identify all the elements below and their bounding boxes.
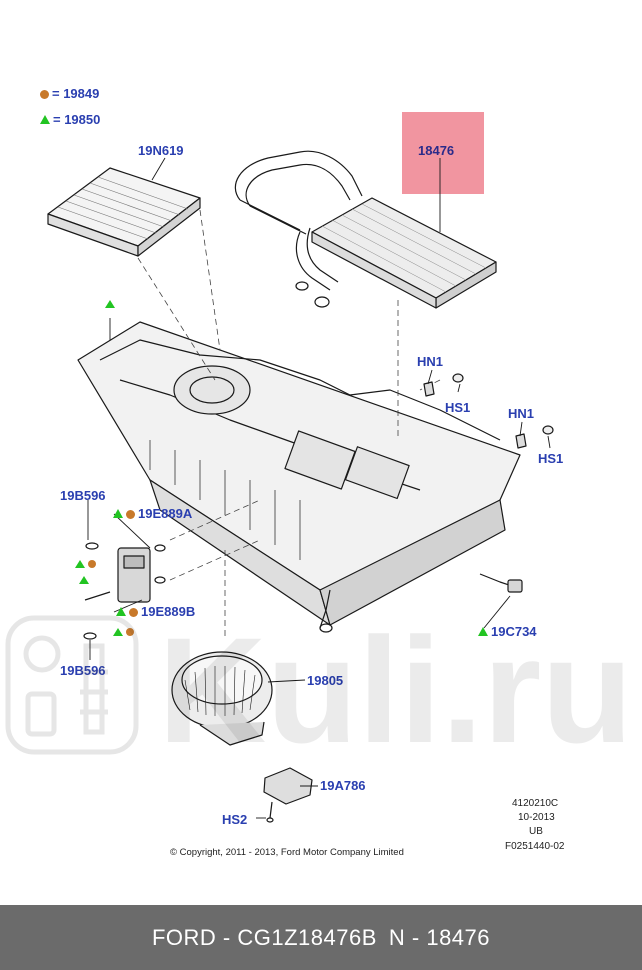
callout-hn1-b: HN1 <box>508 406 535 421</box>
callout-hs2: HS2 <box>222 812 248 827</box>
callout-19e889a-text: 19E889A <box>138 506 193 521</box>
clip-fasteners-drawing <box>423 373 554 449</box>
callout-hs1-a: HS1 <box>445 400 471 415</box>
marker-symbols <box>75 300 134 636</box>
callout-19c734: 19C734 <box>478 624 537 639</box>
dot-icon <box>129 608 138 617</box>
callout-19b596-a: 19B596 <box>60 488 106 503</box>
triangle-icon <box>105 300 115 308</box>
info-region: UB <box>529 826 543 837</box>
copyright-text: © Copyright, 2011 - 2013, Ford Motor Com… <box>170 847 404 858</box>
callout-18476: 18476 <box>418 143 455 158</box>
dot-icon <box>126 510 135 519</box>
callout-hn1-a: HN1 <box>417 354 444 369</box>
callout-19805: 19805 <box>307 673 344 688</box>
temperature-sensor-drawing <box>479 573 523 593</box>
callout-19e889b-text: 19E889B <box>141 604 196 619</box>
expansion-valve-drawing <box>83 542 166 640</box>
triangle-icon <box>40 115 50 124</box>
triangle-icon <box>113 628 123 636</box>
cabin-filter-drawing <box>47 167 201 257</box>
footer-part-code: FORD - CG1Z18476B <box>151 924 377 950</box>
triangle-icon <box>116 607 126 616</box>
heater-core-drawing <box>311 197 497 309</box>
info-drawing-number: 4120210C <box>512 798 559 809</box>
triangle-icon <box>113 509 123 518</box>
dot-icon <box>126 628 134 636</box>
callout-19a786: 19A786 <box>320 778 366 793</box>
diagram-canvas: = 19849 = 19850 <box>40 86 565 858</box>
blower-resistor-drawing <box>263 767 313 823</box>
legend-triangle-entry: = 19850 <box>40 112 100 127</box>
hvac-housing-drawing <box>77 321 521 633</box>
blower-motor-drawing <box>171 651 273 746</box>
legend-dot-entry: = 19849 <box>40 86 99 101</box>
triangle-icon <box>79 576 89 584</box>
callout-19b596-b: 19B596 <box>60 663 106 678</box>
legend-triangle-text: = 19850 <box>53 112 101 127</box>
part-highlight-box <box>402 112 484 194</box>
triangle-icon <box>478 627 488 636</box>
callout-19n619: 19N619 <box>138 143 184 158</box>
callout-19c734-text: 19C734 <box>491 624 537 639</box>
footer-reference: N - 18476 <box>388 924 491 950</box>
callout-19e889b: 19E889B <box>116 604 195 619</box>
dot-icon <box>88 560 96 568</box>
dot-icon <box>40 90 49 99</box>
part-number-footer: FORD - CG1Z18476B N - 18476 <box>0 905 642 970</box>
callout-hs1-b: HS1 <box>538 451 564 466</box>
exploded-parts-drawing <box>47 150 554 823</box>
info-date: 10-2013 <box>518 812 555 823</box>
callout-19e889a: 19E889A <box>113 506 192 521</box>
info-figure-id: F0251440-02 <box>505 841 565 852</box>
triangle-icon <box>75 560 85 568</box>
heater-pipes-drawing <box>234 150 363 308</box>
legend-dot-text: = 19849 <box>52 86 100 101</box>
